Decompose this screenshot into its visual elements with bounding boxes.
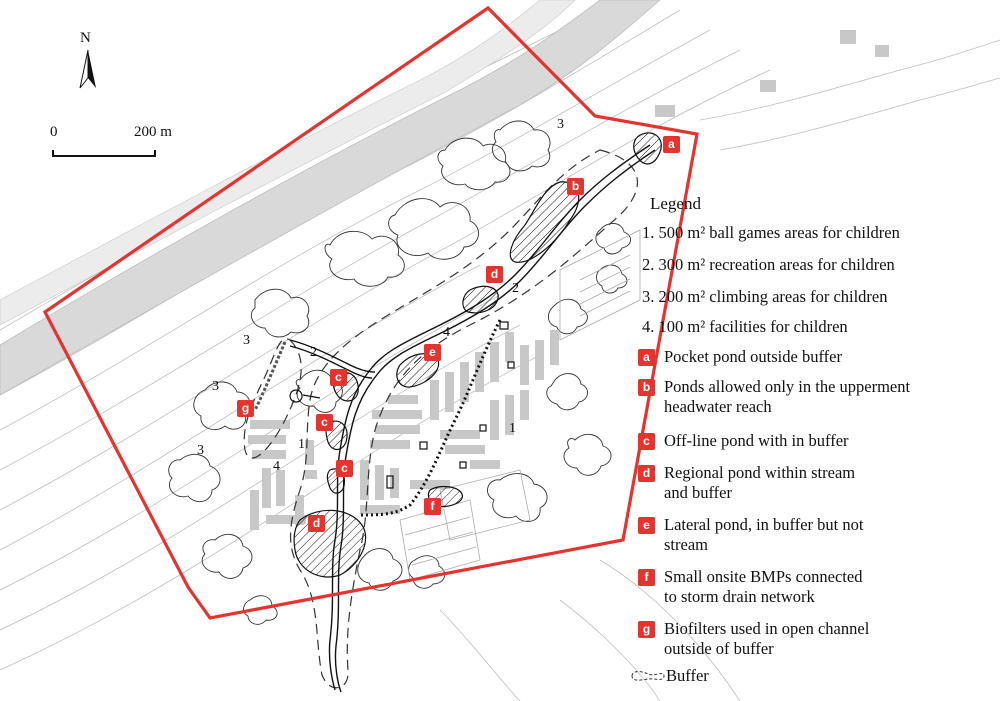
legend-badge-b: b (638, 379, 655, 396)
legend-item-climbing: 3. 200 m² climbing areas for children (642, 287, 888, 306)
area-number-label: 3 (212, 379, 219, 394)
legend-badge-g: g (638, 621, 655, 638)
legend-badge-f: f (638, 569, 655, 586)
pond-e (396, 353, 440, 388)
legend-badge-c: c (638, 433, 655, 450)
stream-channels (289, 144, 656, 693)
buffer-icon (631, 671, 665, 681)
legend-item-lateral-pond: Lateral pond, in buffer but not stream (664, 515, 864, 554)
map-badge-c: c (336, 460, 353, 477)
map-badge-f: f (424, 498, 441, 515)
scale-max-label: 200 m (134, 124, 172, 140)
scale-zero-label: 0 (50, 124, 58, 140)
legend-badge-e: e (638, 517, 655, 534)
legend-item-buffer: Buffer (666, 666, 709, 685)
legend-item-onsite-bmps: Small onsite BMPs connected to storm dra… (664, 567, 863, 606)
legend-item-biofilters: Biofilters used in open channel outside … (664, 619, 870, 658)
map-badge-e: e (424, 344, 441, 361)
biofilter-channel (253, 341, 287, 411)
pond-b (509, 181, 580, 263)
highway-band (0, 0, 661, 396)
legend-item-facilities: 4. 100 m² facilities for children (642, 317, 848, 336)
site-boundary (42, 5, 699, 620)
stream-buffer (290, 149, 638, 689)
legend-item-regional-pond: Regional pond within stream and buffer (664, 463, 856, 502)
pond-d-upper (462, 285, 499, 314)
map-badge-d: d (486, 266, 503, 283)
north-arrow-icon (79, 49, 96, 89)
tree-canopy (168, 120, 631, 625)
legend-item-pocket-pond: Pocket pond outside buffer (664, 347, 842, 366)
facility-symbols (289, 321, 515, 489)
legend-item-ball-games: 1. 500 m² ball games areas for children (642, 223, 900, 242)
area-number-label: 4 (273, 459, 280, 474)
storm-drain-network (359, 319, 502, 517)
legend-item-recreation: 2. 300 m² recreation areas for children (642, 255, 895, 274)
map-badge-c: c (330, 369, 347, 386)
map-badge-d: d (308, 515, 325, 532)
pond-a (633, 132, 662, 165)
legend-item-offline-pond: Off-line pond with in buffer (664, 431, 849, 450)
buildings (248, 30, 889, 530)
scale-bar (52, 150, 156, 157)
map-badge-b: b (567, 178, 584, 195)
legend-item-headwater-ponds: Ponds allowed only in the upperment head… (664, 377, 911, 416)
map-badge-c: c (316, 414, 333, 431)
area-number-label: 3 (197, 443, 204, 458)
area-number-label: 4 (443, 325, 450, 340)
area-number-label: 1 (298, 437, 305, 452)
north-label: N (80, 30, 91, 46)
area-number-label: 3 (243, 333, 250, 348)
area-number-label: 1 (509, 421, 516, 436)
map-badge-a: a (663, 136, 680, 153)
legend-badge-a: a (638, 349, 655, 366)
area-number-label: 3 (557, 117, 564, 132)
area-number-label: 2 (512, 281, 519, 296)
map-badge-g: g (237, 400, 254, 417)
pond-d-lower (293, 509, 367, 578)
legend-title: Legend (650, 194, 701, 213)
legend-badge-d: d (638, 465, 655, 482)
area-number-label: 2 (310, 345, 317, 360)
